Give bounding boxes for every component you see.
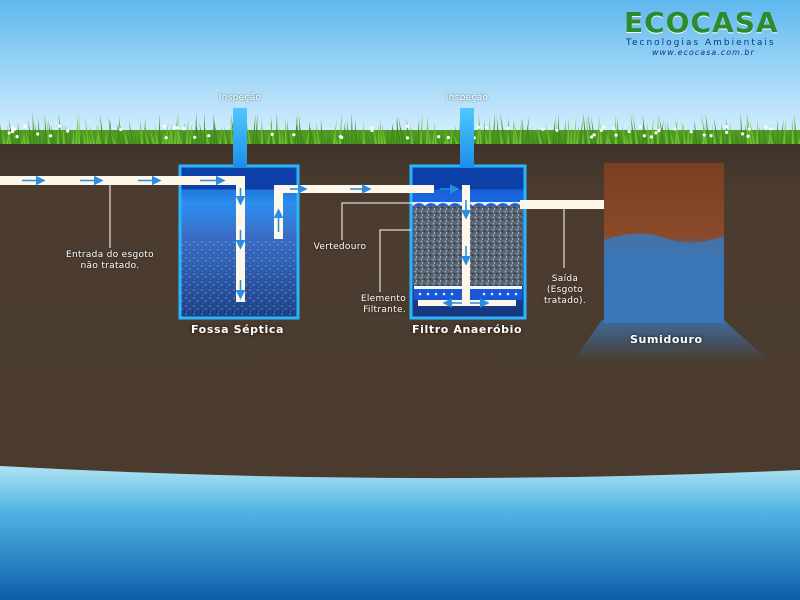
sky — [0, 0, 800, 140]
label-leaders — [109, 185, 565, 292]
logo-tagline: Tecnologias Ambientais — [626, 38, 776, 48]
title-filtro-anaerobio: Filtro Anaeróbio — [412, 323, 523, 336]
logo-word: ECOCASA — [624, 6, 779, 39]
title-sumidouro: Sumidouro — [630, 333, 703, 346]
inspection-riser-1 — [233, 108, 247, 168]
title-fossa-septica: Fossa Séptica — [191, 323, 285, 336]
sumidouro-pit — [572, 163, 770, 362]
label-saida: Saída (Esgoto tratado). — [543, 274, 587, 306]
label-entrada: Entrada do esgoto não tratado. — [66, 250, 154, 271]
label-vertedouro: Vertedouro — [313, 242, 367, 252]
groundwater — [0, 466, 800, 600]
label-inspecao-2: Inspeção — [445, 93, 489, 103]
label-elemento-filtrante: Elemento Filtrante. — [360, 294, 406, 315]
grass — [0, 112, 800, 144]
logo-url: www.ecocasa.com.br — [652, 48, 755, 57]
label-inspecao-1: Inspeção — [218, 93, 262, 103]
flow-arrows — [22, 175, 490, 308]
inspection-riser-2 — [460, 108, 474, 168]
ecocasa-logo: ECOCASA Tecnologias Ambientais www.ecoca… — [614, 6, 794, 58]
